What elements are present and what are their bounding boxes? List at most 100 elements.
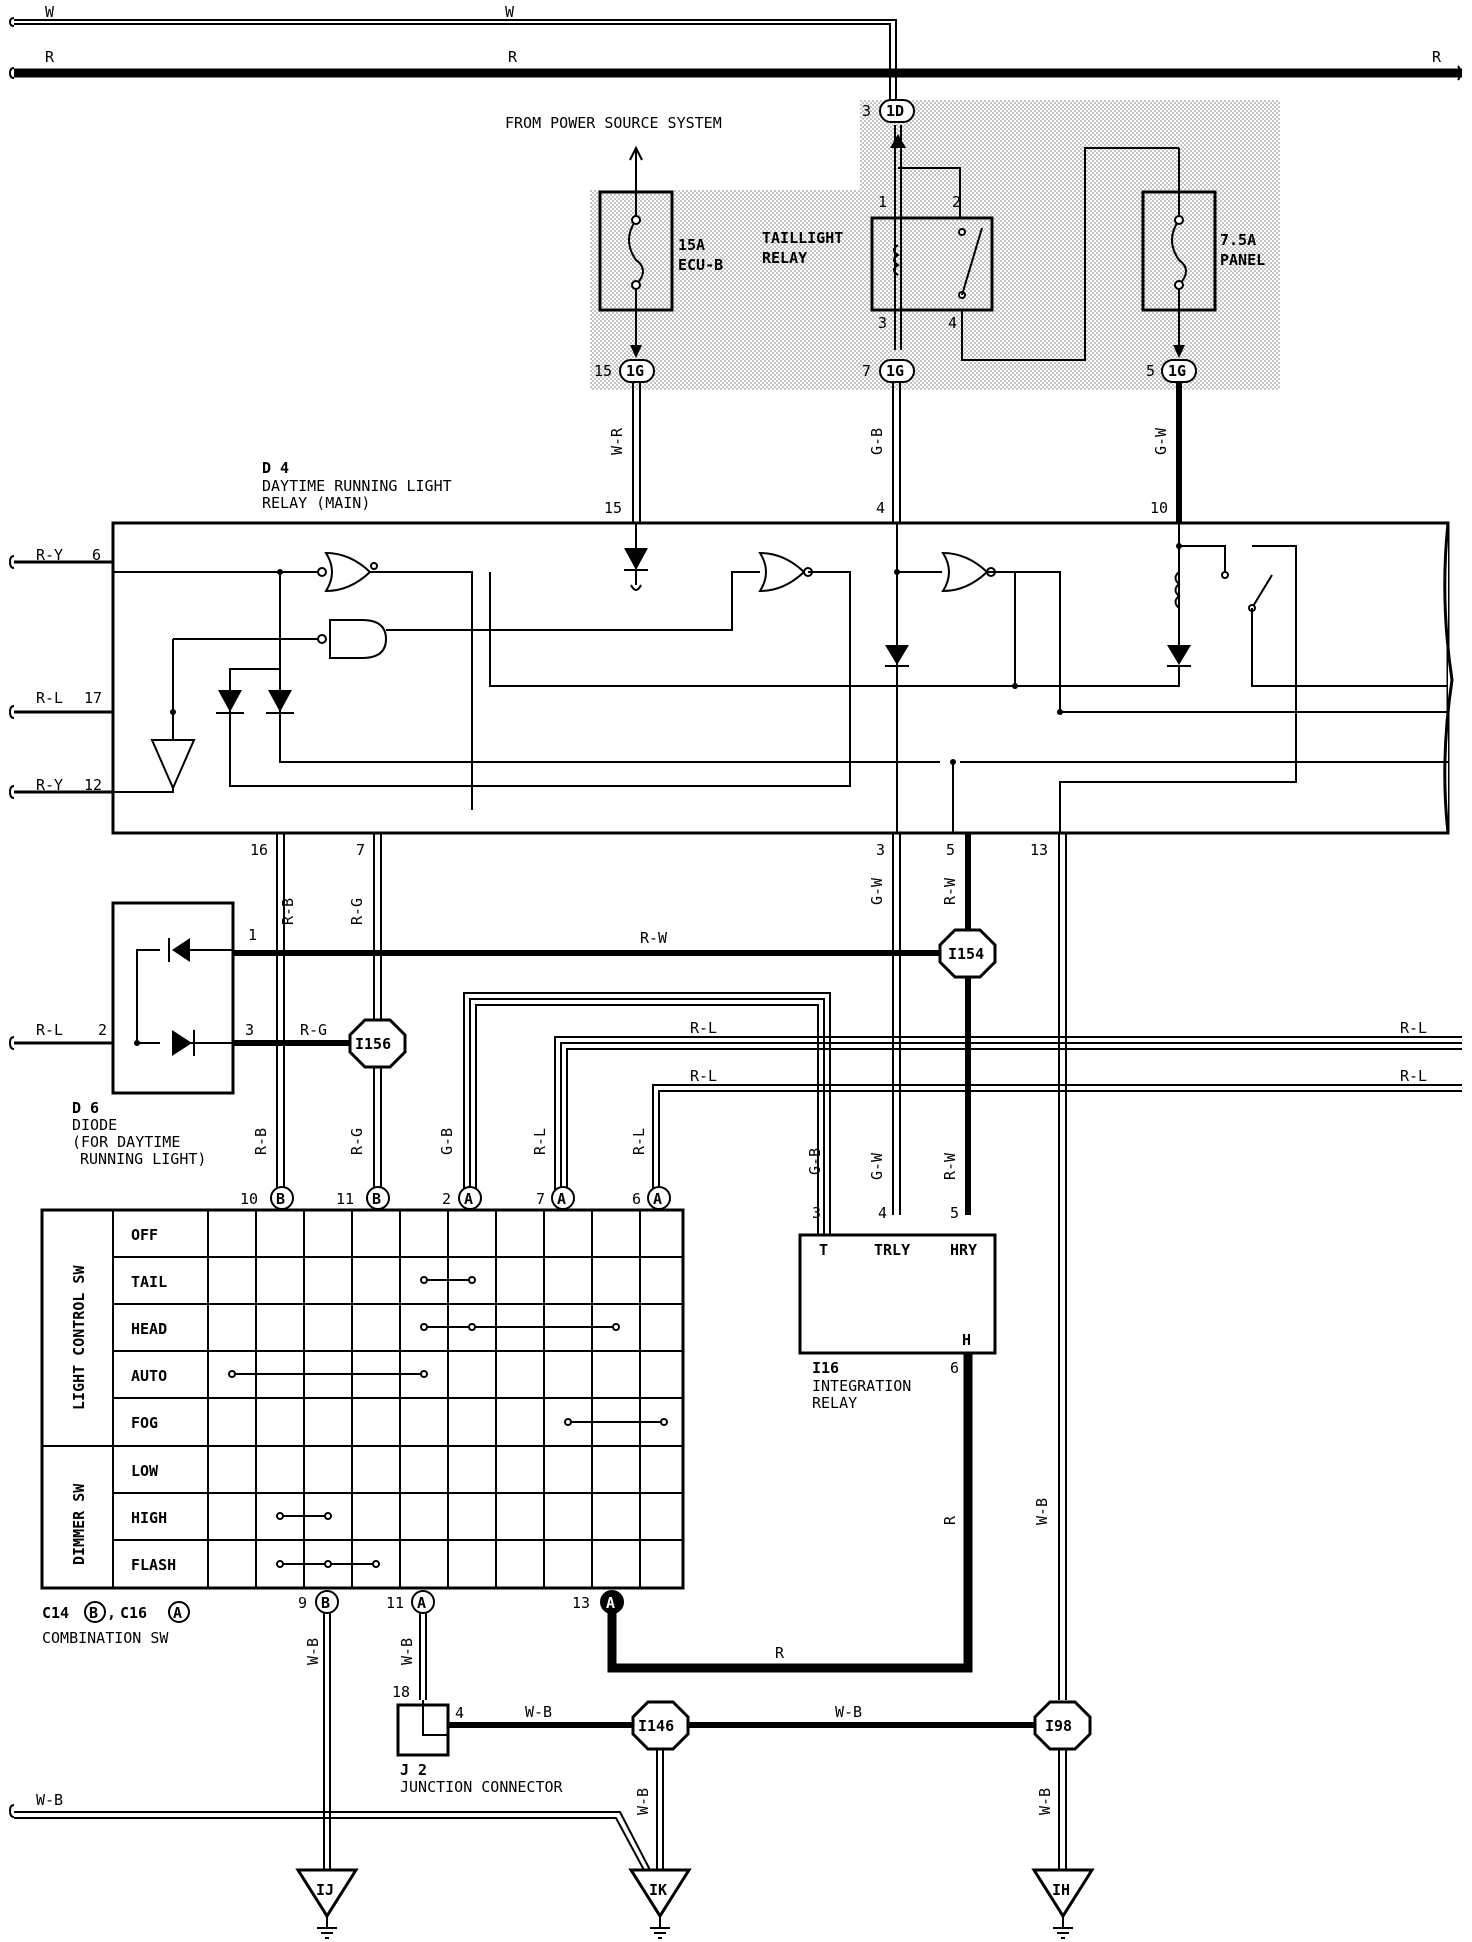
connector-1g-relay: 1G 7 (862, 359, 915, 383)
svg-text:A: A (417, 1594, 426, 1612)
pin-number: 2 (98, 1021, 107, 1039)
i16-id: I16 (812, 1359, 839, 1377)
d4-label: DAYTIME RUNNING LIGHT (262, 477, 452, 495)
svg-text:B: B (89, 1604, 98, 1622)
pin-number: 3 (245, 1021, 254, 1039)
pin-number: 7 (356, 841, 365, 859)
row-label: LOW (131, 1462, 159, 1480)
row-label: FOG (131, 1414, 158, 1432)
wire-label: G-B (438, 1128, 456, 1155)
wire-label: R-L (1400, 1067, 1427, 1085)
wire-label: W-B (398, 1638, 416, 1665)
d6-id: D 6 (72, 1099, 99, 1117)
ground-ij: IJ (295, 1868, 359, 1939)
light-control-label: LIGHT CONTROL SW (70, 1265, 88, 1410)
d6-label: RUNNING LIGHT) (80, 1150, 206, 1168)
connector-1g-ecu: 1G 15 (594, 359, 655, 383)
wire-label: R-L (1400, 1019, 1427, 1037)
j2-name: JUNCTION CONNECTOR (400, 1778, 564, 1796)
fuse-panel: 7.5A PANEL (1141, 148, 1265, 358)
fuse-rating: 7.5A (1220, 231, 1256, 249)
pin-number: 10 (240, 1190, 258, 1208)
wire-label: R-B (279, 898, 297, 925)
pin-number: 9 (298, 1594, 307, 1612)
splice-i146: I146 (631, 1700, 690, 1751)
wire-label: W-R (608, 427, 626, 455)
combination-sw-name: COMBINATION SW (42, 1629, 169, 1647)
connector-1d: 1D 3 (862, 99, 915, 123)
ground-ih: IH (1031, 1868, 1095, 1939)
power-source-label: FROM POWER SOURCE SYSTEM (505, 114, 722, 132)
pin-number: 5 (946, 841, 955, 859)
pin-number: 13 (572, 1594, 590, 1612)
wire-label: R-G (348, 1128, 366, 1155)
j2-id: J 2 (400, 1761, 427, 1779)
wire-label: G-W (1152, 427, 1170, 455)
wire-label: G-W (868, 877, 886, 905)
svg-text:C14: C14 (42, 1604, 69, 1622)
wire-label: G-W (868, 1152, 886, 1180)
svg-text:B: B (372, 1190, 381, 1208)
svg-text:IK: IK (649, 1881, 667, 1899)
connector-1g-panel: 1G 5 (1146, 359, 1197, 383)
pin-number: 18 (392, 1683, 410, 1701)
wire-label: W-B (36, 1791, 63, 1809)
svg-text:TRLY: TRLY (874, 1241, 910, 1259)
svg-text:I146: I146 (638, 1717, 674, 1735)
row-label: HEAD (131, 1320, 167, 1338)
wire-label: R-G (348, 898, 366, 925)
top-buses: W W R R R (8, 3, 1462, 100)
fuse-rating: 15A (678, 236, 705, 254)
pin-number: 2 (442, 1190, 451, 1208)
svg-text:C16: C16 (120, 1604, 147, 1622)
wire-label: W-B (1036, 1788, 1054, 1815)
fuse-ecu-b: 15A ECU-B (598, 190, 723, 358)
row-label: HIGH (131, 1509, 167, 1527)
dimmer-label: DIMMER SW (70, 1483, 88, 1565)
taillight-relay-label: TAILLIGHT (762, 229, 843, 247)
svg-text:IJ: IJ (316, 1881, 334, 1899)
wire-label: R-Y (36, 546, 63, 564)
d6-diode: 1 2 3 D 6 DIODE (FOR DAYTIME RUNNING LIG… (72, 901, 257, 1168)
wire-label: W-B (304, 1638, 322, 1665)
row-label: AUTO (131, 1367, 167, 1385)
taillight-relay: TAILLIGHT RELAY 1 2 3 4 (762, 125, 1179, 361)
pin-number: 1 (248, 926, 257, 944)
wire-label: G-B (806, 1148, 824, 1175)
j2-junction-connector: 18 4 J 2 JUNCTION CONNECTOR (392, 1683, 564, 1796)
pin-number: 3 (876, 841, 885, 859)
d4-relay-box: R-Y 6 R-L 17 R-Y 12 (8, 521, 1454, 835)
wire-label: G-B (868, 428, 886, 455)
fuse-name: PANEL (1220, 251, 1265, 269)
svg-text:H: H (962, 1331, 971, 1349)
wire-label: R-G (300, 1021, 327, 1039)
pin-number: 11 (386, 1594, 404, 1612)
relay-block-shading-top (860, 100, 1280, 190)
taillight-relay-label: RELAY (762, 249, 807, 267)
wire-label: W-B (1033, 1498, 1051, 1525)
ground-ik: IK (628, 1868, 692, 1939)
pin-number: 15 (604, 499, 622, 517)
splice-i98: I98 (1033, 1700, 1092, 1751)
wire-label: R (775, 1644, 785, 1662)
pin-number: 16 (250, 841, 268, 859)
svg-text:B: B (276, 1190, 285, 1208)
wire-label: R-Y (36, 776, 63, 794)
pin-number: 4 (948, 314, 957, 332)
pin-number: 11 (336, 1190, 354, 1208)
wire-label: R-L (690, 1067, 717, 1085)
pin-number: 6 (950, 1359, 959, 1377)
pin-number: 3 (878, 314, 887, 332)
row-label: OFF (131, 1226, 158, 1244)
fuse-name: ECU-B (678, 256, 723, 274)
wire-label: R-L (630, 1128, 648, 1155)
pin-number: 10 (1150, 499, 1168, 517)
wire-label: R-W (941, 877, 959, 905)
svg-text:1G: 1G (1168, 362, 1186, 380)
pin-number: 7 (536, 1190, 545, 1208)
wire-label-r-right: R (1432, 48, 1442, 66)
pin-number: 4 (876, 499, 885, 517)
wire-label: W-B (525, 1703, 552, 1721)
svg-text:IH: IH (1052, 1881, 1070, 1899)
splice-i156: I156 (348, 1018, 407, 1069)
